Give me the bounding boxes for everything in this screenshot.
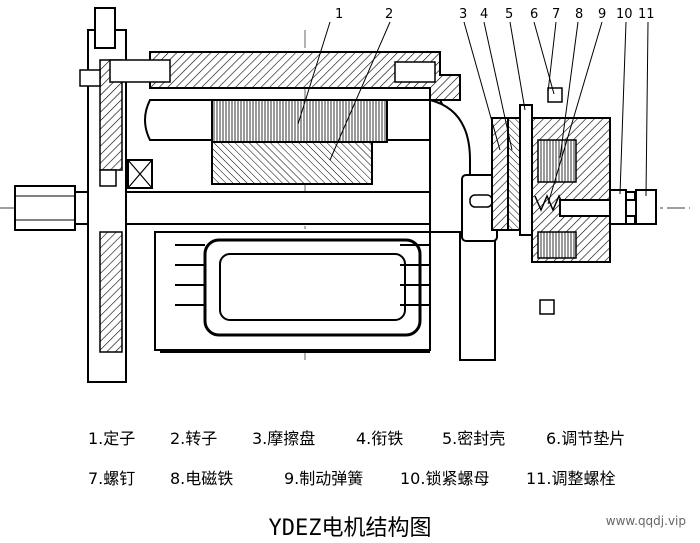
callout-4: 4	[480, 7, 488, 22]
front-flange	[79, 7, 127, 383]
callout-2: 2	[385, 7, 393, 22]
callout-5: 5	[505, 7, 513, 22]
housing-bottom	[154, 231, 431, 353]
callout-numbers: 1 2 3 4 5 6 7 8 9 10 11	[335, 7, 655, 22]
legend-row-2: 7.螺钉 8.电磁铁 9.制动弹簧 10.锁紧螺母 11.调整螺栓	[0, 465, 700, 489]
legend-item: 4.衔铁	[356, 429, 404, 448]
legend-item: 7.螺钉	[88, 469, 136, 488]
legend-item: 6.调节垫片	[546, 429, 626, 448]
legend-item: 3.摩擦盘	[252, 429, 316, 448]
legend-item: 1.定子	[88, 429, 136, 448]
motor-cross-section-drawing: 1 2 3 4 5 6 7 8 9 10 11	[0, 7, 690, 383]
housing-top	[109, 51, 461, 101]
callout-leaders	[297, 21, 649, 205]
adjusting-bolt	[559, 189, 657, 225]
legend-item: 9.制动弹簧	[284, 469, 364, 488]
callout-8: 8	[575, 7, 583, 22]
legend-item: 11.调整螺栓	[526, 469, 616, 488]
legend-item: 10.锁紧螺母	[400, 469, 490, 488]
front-bearing	[99, 159, 153, 189]
diagram-title: YDEZ电机结构图	[268, 516, 432, 541]
callout-10: 10	[616, 7, 633, 22]
stator	[144, 99, 447, 185]
legend-item: 5.密封壳	[442, 429, 506, 448]
callout-1: 1	[335, 7, 343, 22]
legend-item: 8.电磁铁	[170, 469, 234, 488]
legend-item: 2.转子	[170, 429, 218, 448]
callout-7: 7	[552, 7, 560, 22]
brake-assembly	[491, 87, 611, 315]
legend-row-1: 1.定子 2.转子 3.摩擦盘 4.衔铁 5.密封壳 6.调节垫片	[0, 425, 700, 449]
watermark: www.qqdj.vip	[605, 514, 686, 528]
callout-11: 11	[638, 7, 655, 22]
callout-9: 9	[598, 7, 606, 22]
callout-6: 6	[530, 7, 538, 22]
rear-end-shield	[429, 98, 498, 361]
callout-3: 3	[459, 7, 467, 22]
